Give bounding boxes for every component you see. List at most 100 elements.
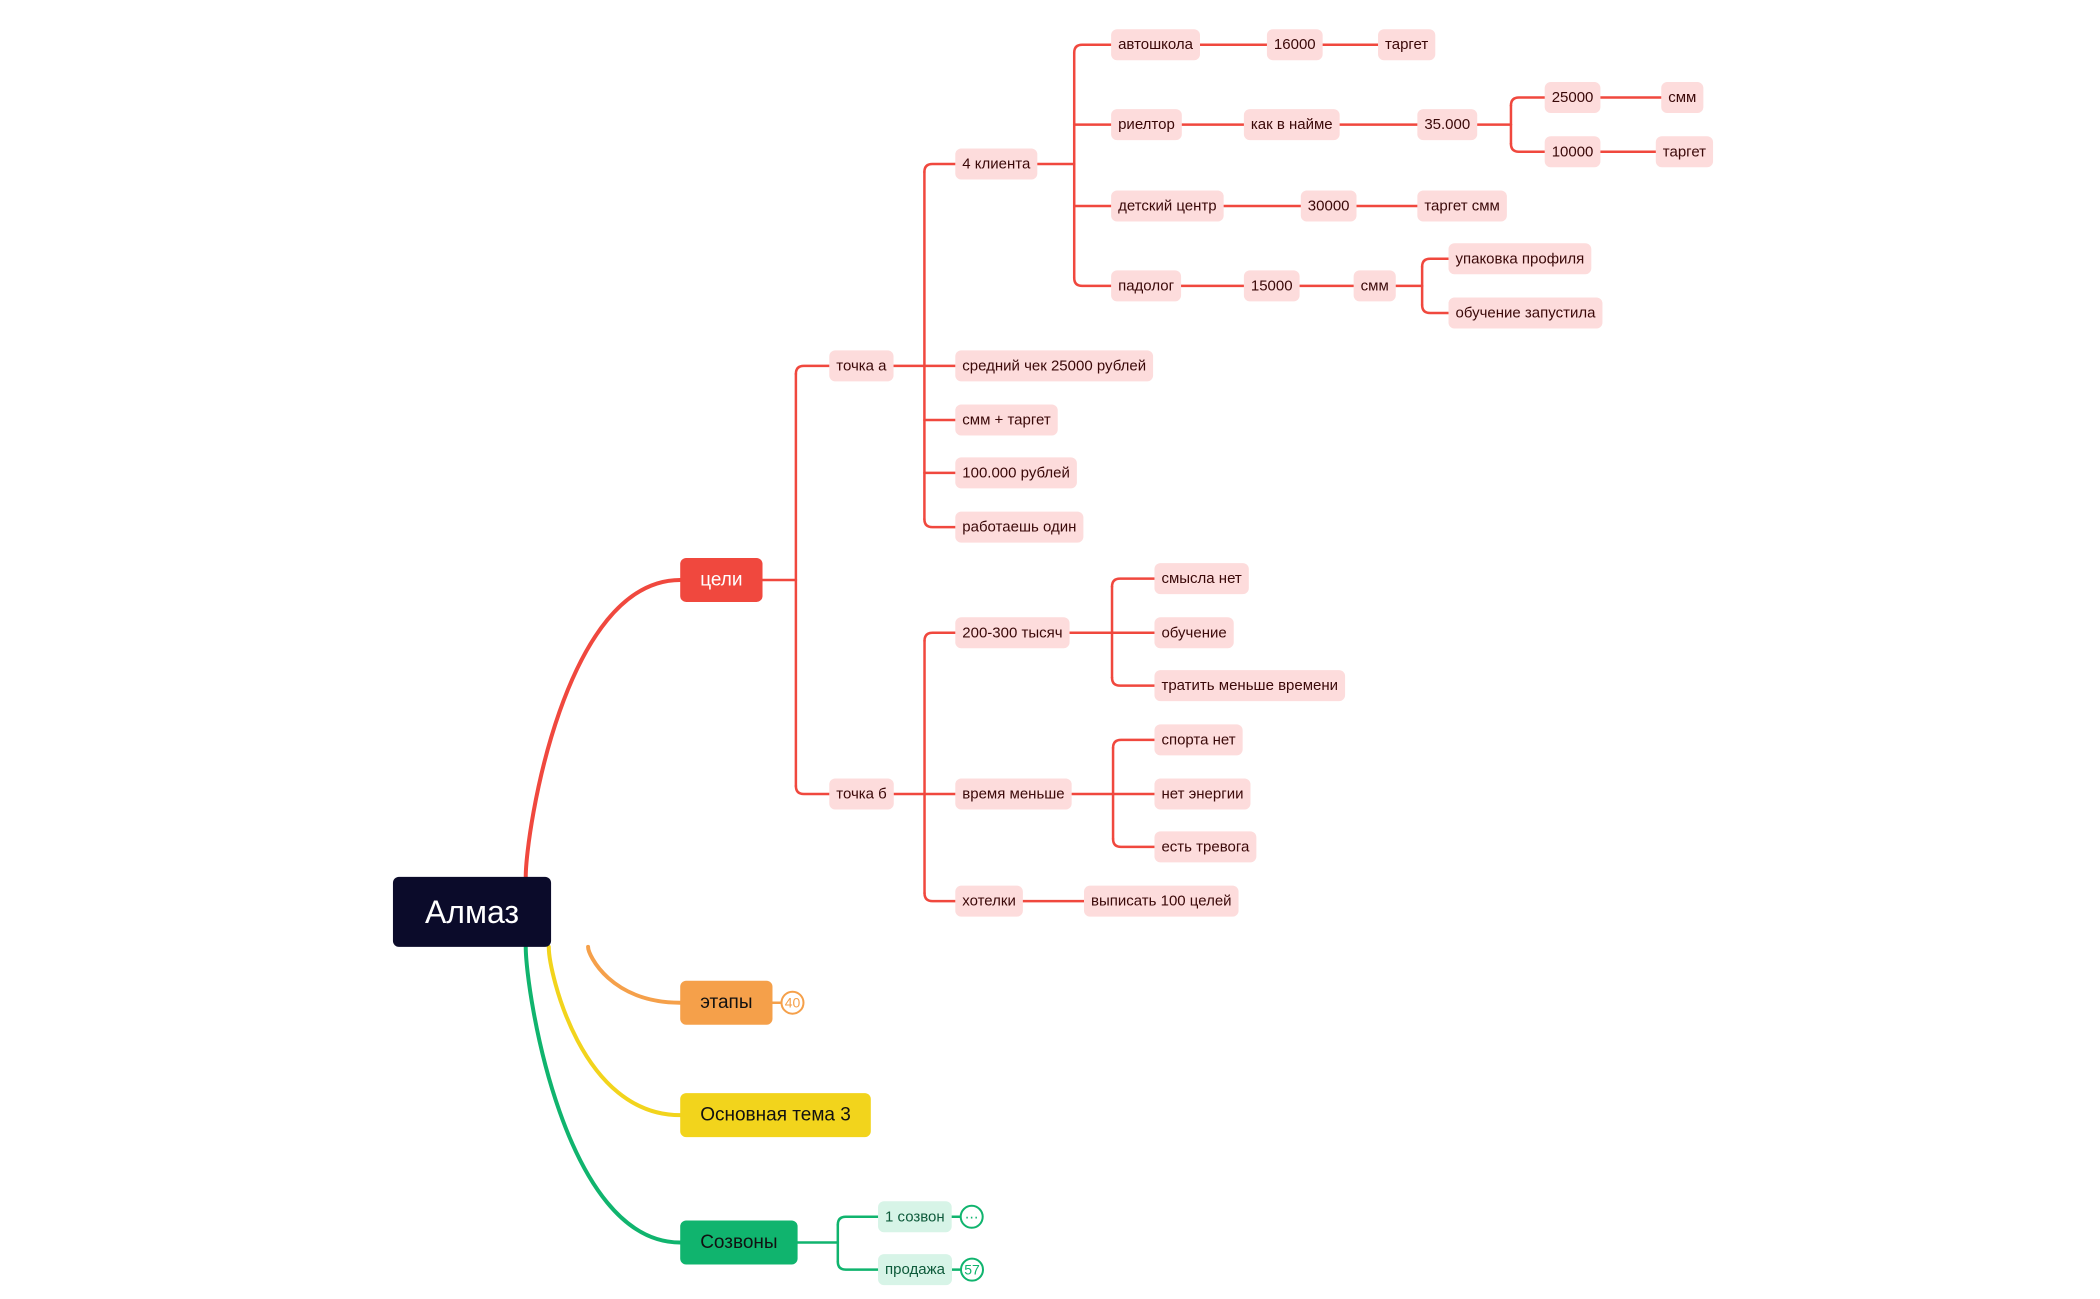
node-realtor-opt2-service-label: таргет (1663, 143, 1706, 160)
node-stages[interactable]: этапы (680, 980, 773, 1025)
node-topic3-label: Основная тема 3 (700, 1105, 851, 1126)
node-less-time-1-label: спорта нет (1161, 731, 1235, 748)
node-realtor-opt2-price[interactable]: 10000 (1544, 136, 1601, 168)
node-root-label: Алмаз (425, 894, 519, 930)
node-target-income-2-label: обучение (1161, 624, 1226, 641)
realtor-fork-child-0 (1509, 96, 1546, 107)
root-link-goals (523, 577, 683, 879)
node-call-1-label: 1 созвон (885, 1208, 945, 1225)
connection-lines (523, 43, 1663, 1271)
node-goals-label: цели (700, 569, 742, 590)
node-realtor-note-label: как в найме (1251, 116, 1333, 133)
node-goals-box (680, 557, 763, 602)
node-target-income-1-label: смысла нет (1161, 570, 1241, 587)
sale-badge-label: 57 (964, 1262, 980, 1278)
root-link-calls (523, 944, 683, 1245)
node-podologist-detail-2[interactable]: обучение запустила (1448, 297, 1603, 329)
node-solo-box (955, 511, 1084, 543)
node-podologist-price[interactable]: 15000 (1243, 270, 1300, 302)
node-smm-target[interactable]: смм + таргет (955, 404, 1058, 436)
sale-badge[interactable]: 57 (959, 1257, 984, 1282)
node-podologist-detail-2-box (1448, 297, 1603, 329)
node-less-time-3[interactable]: есть тревога (1154, 831, 1257, 863)
node-less-time-2-label: нет энергии (1161, 786, 1243, 803)
node-driving-school-price-box (1266, 29, 1323, 61)
node-sale[interactable]: продажа (878, 1254, 952, 1286)
node-topic3[interactable]: Основная тема 3 (680, 1093, 871, 1138)
node-call-1[interactable]: 1 созвон (878, 1201, 952, 1233)
node-wishes-1-box (1084, 885, 1239, 917)
node-less-time[interactable]: время меньше (955, 778, 1072, 810)
node-avg-check[interactable]: средний чек 25000 рублей (955, 350, 1154, 382)
node-driving-school[interactable]: автошкола (1111, 29, 1201, 61)
node-calls-box (680, 1220, 798, 1265)
node-podologist-price-box (1243, 270, 1300, 302)
node-realtor-opt2-price-box (1544, 136, 1601, 168)
node-podologist-service[interactable]: смм (1353, 270, 1396, 302)
node-realtor-box (1111, 109, 1182, 141)
target-income-fork-child-0 (1110, 577, 1156, 588)
node-realtor-label: риелтор (1118, 116, 1175, 133)
clients-fork-child-0 (1072, 43, 1113, 54)
sale-badge-circle (959, 1257, 984, 1282)
node-driving-school-price[interactable]: 16000 (1266, 29, 1323, 61)
node-podologist-detail-2-label: обучение запустила (1455, 305, 1596, 322)
call-1-badge[interactable]: ⋯ (959, 1204, 984, 1229)
node-goals[interactable]: цели (680, 557, 763, 602)
node-driving-school-service[interactable]: таргет (1378, 29, 1436, 61)
less-time-fork-child-2 (1111, 837, 1156, 849)
node-realtor-opt1-price-label: 25000 (1552, 89, 1594, 106)
node-wishes[interactable]: хотелки (955, 885, 1023, 917)
less-time-fork-child-0 (1111, 738, 1156, 750)
node-kids-center-label: детский центр (1118, 197, 1217, 214)
node-podologist-label: падолог (1118, 277, 1174, 294)
node-solo-label: работаешь один (962, 519, 1076, 536)
node-target-income-1[interactable]: смысла нет (1154, 563, 1249, 595)
node-realtor-note[interactable]: как в найме (1243, 109, 1340, 141)
node-kids-center-price-label: 30000 (1308, 197, 1350, 214)
node-podologist-detail-1[interactable]: упаковка профиля (1448, 243, 1592, 275)
node-less-time-2[interactable]: нет энергии (1154, 778, 1251, 810)
node-driving-school-service-box (1378, 29, 1436, 61)
calls-fork-child-0 (836, 1215, 880, 1227)
node-driving-school-box (1111, 29, 1201, 61)
node-realtor-opt2-service[interactable]: таргет (1655, 136, 1714, 168)
node-realtor-opt2-service-box (1655, 136, 1714, 168)
node-podologist-service-label: смм (1361, 277, 1389, 294)
node-kids-center-service[interactable]: таргет смм (1417, 190, 1507, 222)
node-target-income-3[interactable]: тратить меньше времени (1154, 670, 1346, 702)
node-income[interactable]: 100.000 рублей (955, 457, 1077, 489)
node-kids-center-service-label: таргет смм (1424, 197, 1500, 214)
node-root[interactable]: Алмаз (392, 876, 552, 947)
node-smm-target-label: смм + таргет (962, 412, 1051, 429)
node-target-income-1-box (1154, 563, 1249, 595)
node-realtor-price-label: 35.000 (1424, 116, 1470, 133)
node-calls[interactable]: Созвоны (680, 1220, 798, 1265)
realtor-fork-child-1 (1509, 142, 1546, 154)
node-income-box (955, 457, 1077, 489)
node-target-income[interactable]: 200-300 тысяч (955, 617, 1070, 649)
node-target-income-2[interactable]: обучение (1154, 617, 1234, 649)
node-point-a-box (829, 350, 894, 382)
node-kids-center[interactable]: детский центр (1111, 190, 1224, 222)
node-point-a[interactable]: точка а (829, 350, 894, 382)
node-realtor-price[interactable]: 35.000 (1417, 109, 1478, 141)
stages-badge-label: 40 (785, 995, 801, 1011)
node-wishes-1[interactable]: выписать 100 целей (1084, 885, 1239, 917)
node-less-time-1[interactable]: спорта нет (1154, 724, 1243, 756)
node-point-a-label: точка а (836, 357, 887, 374)
node-point-b[interactable]: точка б (829, 778, 894, 810)
node-realtor-opt1-price[interactable]: 25000 (1544, 82, 1601, 114)
node-realtor-opt1-service[interactable]: смм (1661, 82, 1704, 114)
node-realtor-opt1-service-box (1661, 82, 1704, 114)
node-clients[interactable]: 4 клиента (955, 148, 1038, 180)
node-point-b-box (829, 778, 894, 810)
node-solo[interactable]: работаешь один (955, 511, 1084, 543)
node-realtor-opt2-price-label: 10000 (1552, 143, 1594, 160)
node-realtor[interactable]: риелтор (1111, 109, 1182, 141)
node-kids-center-price[interactable]: 30000 (1300, 190, 1357, 222)
stages-badge[interactable]: 40 (780, 990, 805, 1015)
node-podologist[interactable]: падолог (1111, 270, 1182, 302)
node-smm-target-box (955, 404, 1058, 436)
